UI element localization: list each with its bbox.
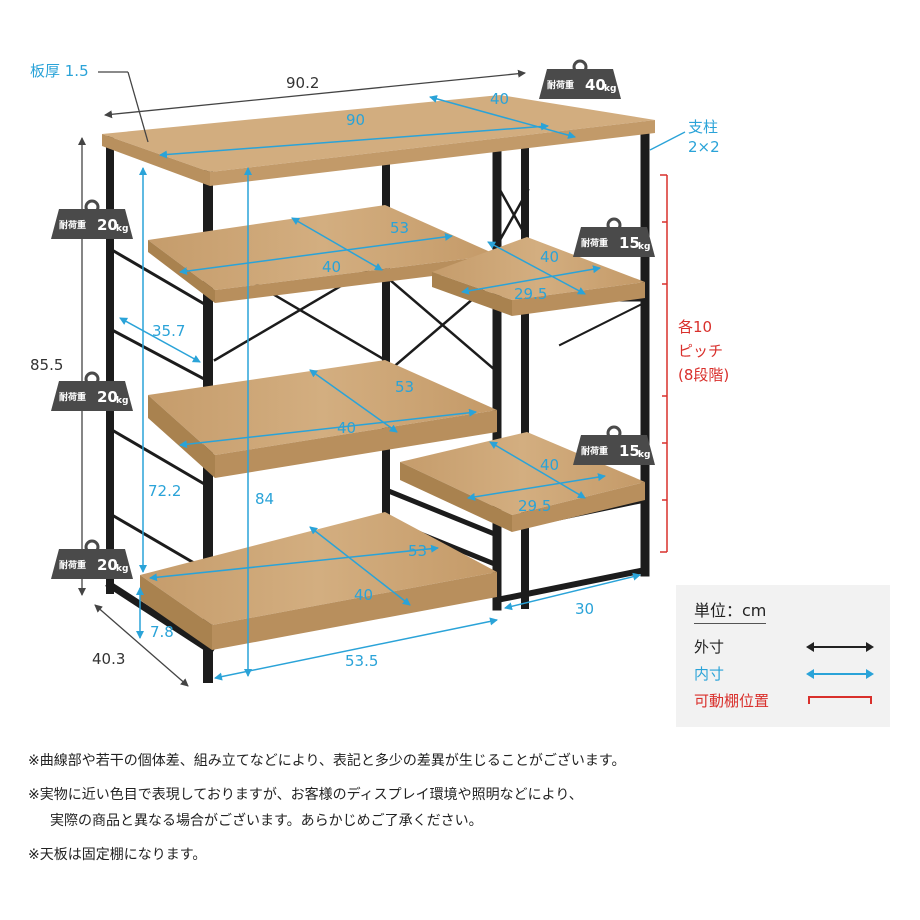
side-shelf1-width-label: 29.5 — [514, 285, 547, 303]
side-shelf2-width-label: 29.5 — [518, 497, 551, 515]
weight-badge-label: 耐荷重 — [59, 219, 86, 231]
inner-height-label: 84 — [255, 490, 274, 508]
side-width-label: 30 — [575, 600, 594, 618]
legend-row-outer: 外寸 — [694, 634, 874, 661]
total-height-label: 85.5 — [30, 356, 63, 374]
legend-row-inner: 内寸 — [694, 661, 874, 688]
bottom-width-label: 53.5 — [345, 652, 378, 670]
movable-shelf-bracket — [660, 174, 668, 553]
legend-outer-label: 外寸 — [694, 638, 725, 656]
top-board — [102, 95, 655, 186]
weight-badge-unit: kg — [604, 84, 616, 94]
weight-icon — [51, 209, 133, 239]
pitch-label-3: (8段階) — [678, 366, 729, 384]
post-size-label-1: 支柱 — [688, 118, 718, 136]
inner-dimension-labels: 90 40 53 40 53 40 53 40 35.7 84 72.2 7.8… — [148, 90, 594, 670]
post-size-leader — [649, 131, 686, 151]
note-1: ※曲線部や若干の個体差、組み立てなどにより、表記と多少の差異が生じることがござい… — [28, 753, 626, 769]
note-3: ※天板は固定棚になります。 — [28, 847, 207, 863]
board-thickness-label: 板厚 1.5 — [30, 62, 89, 80]
weight-icon — [51, 381, 133, 411]
weight-badge-label: 耐荷重 — [581, 237, 608, 249]
weight-badge-label: 耐荷重 — [547, 79, 574, 91]
total-depth-label: 40.3 — [92, 650, 125, 668]
weight-badge-value: 20 — [97, 556, 118, 574]
shelf-dimension-diagram: 90.2 85.5 40.3 板厚 1.5 支柱 2×2 9 — [30, 59, 729, 687]
weight-badge-value: 15 — [619, 442, 640, 460]
post-size-label-2: 2×2 — [688, 138, 720, 156]
weight-badge-unit: kg — [116, 564, 128, 574]
weight-badge-label: 耐荷重 — [59, 559, 86, 571]
legend-movable-label: 可動棚位置 — [694, 692, 770, 710]
weight-badge-value: 20 — [97, 216, 118, 234]
total-width-label: 90.2 — [286, 74, 319, 92]
weight-badge-unit: kg — [116, 224, 128, 234]
weight-icon — [539, 69, 621, 99]
weight-badge-value: 15 — [619, 234, 640, 252]
pitch-label-1: 各10 — [678, 318, 712, 336]
weight-icon — [51, 549, 133, 579]
side-shelf2-depth-label: 40 — [540, 456, 559, 474]
notes: ※曲線部や若干の個体差、組み立てなどにより、表記と多少の差異が生じることがござい… — [28, 748, 898, 876]
side-depth-label: 35.7 — [152, 322, 185, 340]
legend-box: 単位：cm 外寸 内寸 可動棚位置 — [676, 585, 890, 727]
shelves — [102, 95, 655, 650]
weight-icon — [573, 435, 655, 465]
inner-dimensions — [119, 95, 641, 681]
shelf3-width-label: 53 — [408, 542, 427, 560]
legend-row-movable: 可動棚位置 — [694, 688, 872, 715]
side-shelf1-depth-label: 40 — [540, 248, 559, 266]
black-double-arrow-icon — [806, 642, 874, 652]
cyan-double-arrow-icon — [806, 669, 874, 679]
top-width-label: 90 — [346, 111, 365, 129]
weight-badge-label: 耐荷重 — [581, 445, 608, 457]
shelf1-depth-label: 40 — [322, 258, 341, 276]
weight-badge-unit: kg — [638, 242, 650, 252]
weight-badge-unit: kg — [638, 450, 650, 460]
shelf3-depth-label: 40 — [354, 586, 373, 604]
weight-badge-value: 40 — [585, 76, 606, 94]
gap-bottom-label: 7.8 — [150, 623, 174, 641]
note-2-cont: 実際の商品と異なる場合がございます。あらかじめご了承ください。 — [50, 813, 483, 829]
legend-unit: 単位：cm — [694, 597, 767, 624]
lower-height-label: 72.2 — [148, 482, 181, 500]
weight-badge-unit: kg — [116, 396, 128, 406]
weight-badge-label: 耐荷重 — [59, 391, 86, 403]
note-2: ※実物に近い色目で表現しておりますが、お客様のディスプレイ環境や照明などにより、 — [28, 787, 583, 803]
legend-inner-label: 内寸 — [694, 665, 725, 683]
red-bracket-icon — [808, 696, 872, 704]
shelf1-width-label: 53 — [390, 219, 409, 237]
weight-badge-value: 20 — [97, 388, 118, 406]
weight-icon — [573, 227, 655, 257]
pitch-label-2: ピッチ — [678, 342, 723, 360]
top-depth-label: 40 — [490, 90, 509, 108]
shelf2-width-label: 53 — [395, 378, 414, 396]
shelf2-depth-label: 40 — [337, 419, 356, 437]
